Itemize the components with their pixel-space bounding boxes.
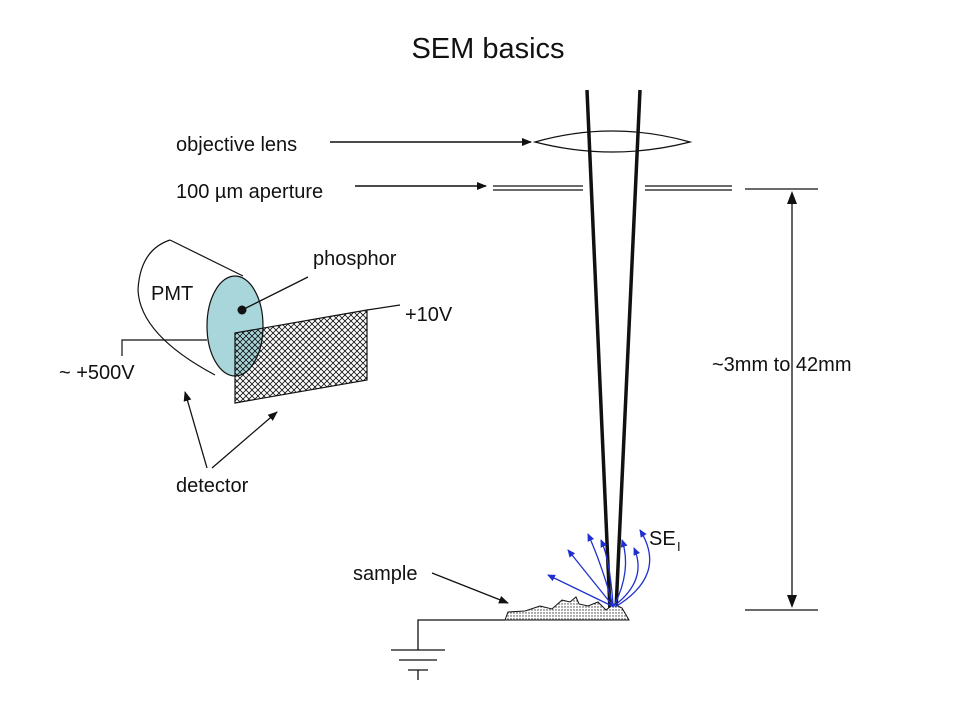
se-label-subscript: I	[677, 539, 681, 554]
aperture-label: 100 µm aperture	[176, 181, 323, 203]
ground-symbol	[391, 619, 505, 680]
detector-pointer-left	[183, 391, 208, 469]
working-distance-label: ~3mm to 42mm	[712, 354, 851, 376]
plus-10v-label: +10V	[405, 304, 453, 326]
objective-lens	[532, 130, 693, 153]
sample	[504, 596, 630, 621]
sample-label: sample	[353, 563, 417, 585]
working-distance-dimension	[745, 188, 818, 611]
aperture-plate	[493, 185, 732, 191]
objective-lens-label: objective lens	[176, 134, 297, 156]
detector-pointer-right	[211, 411, 278, 469]
page-title: SEM basics	[411, 33, 564, 65]
collector-lead	[366, 304, 401, 311]
pmt-lead	[121, 339, 207, 356]
collector-grid	[234, 309, 368, 404]
se-label: SE	[649, 528, 676, 550]
sample-pointer	[431, 572, 509, 604]
phosphor-label: phosphor	[313, 248, 397, 270]
pmt-label: PMT	[151, 283, 193, 305]
detector-label: detector	[176, 475, 249, 497]
phosphor-pointer	[241, 276, 309, 311]
electron-beam	[585, 89, 642, 611]
secondary-electron-arrows	[547, 529, 651, 608]
plus-500v-label: ~ +500V	[59, 362, 135, 384]
